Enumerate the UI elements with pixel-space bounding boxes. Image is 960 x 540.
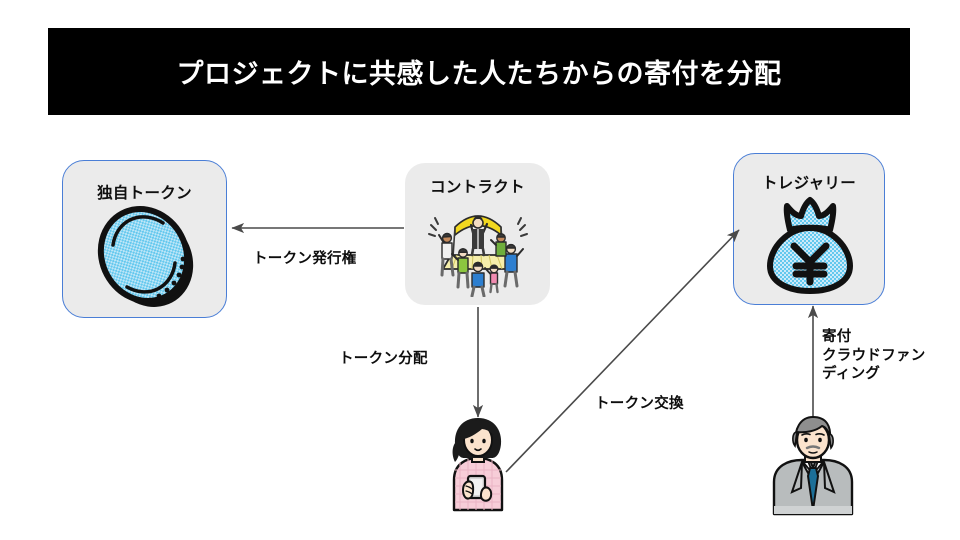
card-treasury[interactable]: トレジャリー [733, 153, 885, 305]
older-man-in-suit-icon [772, 416, 854, 516]
woman-with-smartphone-icon [452, 418, 504, 512]
card-token-label: 独自トークン [97, 185, 192, 202]
card-contract[interactable]: コントラクト [405, 163, 550, 305]
title-banner: プロジェクトに共感した人たちからの寄付を分配 [48, 28, 910, 115]
page-title: プロジェクトに共感した人たちからの寄付を分配 [176, 59, 782, 89]
card-treasury-label: トレジャリー [761, 175, 857, 192]
card-token[interactable]: 独自トークン [62, 160, 227, 318]
arrow-label-token-distribution: トークン分配 [339, 351, 428, 367]
crowd-on-stage-icon [428, 215, 528, 297]
arrow-label-token-exchange: トークン交換 [595, 396, 684, 412]
arrow-label-donation-crowdfunding: 寄付 クラウドファン ディング [822, 329, 926, 383]
arrow-label-token-issuance: トークン発行権 [253, 251, 357, 267]
money-bag-yen-icon [767, 197, 853, 294]
card-contract-label: コントラクト [430, 179, 525, 196]
blue-coin-icon [97, 206, 194, 307]
